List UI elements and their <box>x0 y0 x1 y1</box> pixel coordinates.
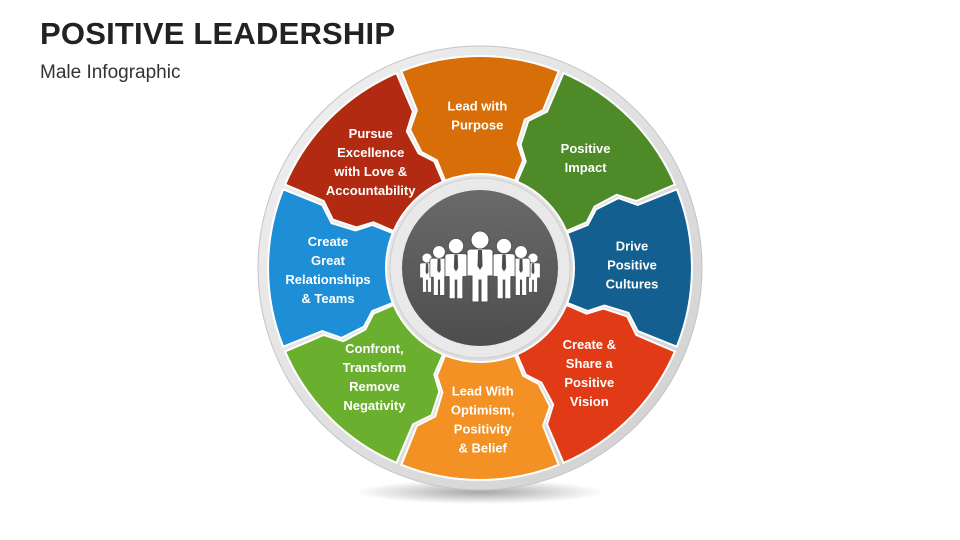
page-title: POSITIVE LEADERSHIP <box>40 16 396 51</box>
segment-label-line: Positivity <box>454 422 513 437</box>
segment-label-line: Positive <box>607 257 657 272</box>
segment-positive-impact <box>515 71 677 233</box>
wheel-shadow <box>355 480 605 504</box>
segment-label-line: Transform <box>343 360 407 375</box>
page-subtitle: Male Infographic <box>40 62 181 83</box>
segment-lead-with <box>399 354 561 481</box>
segment-label-line: & Teams <box>301 291 354 306</box>
segment-label-line: Optimism, <box>451 403 515 418</box>
segment-label-line: with Love & <box>333 164 407 179</box>
segment-drive <box>566 187 693 349</box>
segment-confront <box>283 303 445 465</box>
segment-label-line: Create <box>308 234 348 249</box>
segment-create-great <box>267 187 394 349</box>
segment-pursue <box>283 71 445 233</box>
segment-label-line: Cultures <box>606 276 659 291</box>
segment-label-line: Excellence <box>337 145 404 160</box>
segment-label-line: Relationships <box>285 272 370 287</box>
segment-label-line: Impact <box>565 160 608 175</box>
person-figure <box>444 237 468 300</box>
segment-label-line: Accountability <box>326 183 416 198</box>
segment-label-line: & Belief <box>458 441 507 456</box>
segment-label-line: Negativity <box>343 398 406 413</box>
person-figure <box>466 230 494 303</box>
person-figure <box>492 237 516 300</box>
segment-label-line: Positive <box>564 375 614 390</box>
person-figure <box>429 245 449 296</box>
person-figure <box>511 245 531 296</box>
segment-label-line: Positive <box>561 141 611 156</box>
segment-create-share <box>515 303 677 465</box>
segment-label-line: Confront, <box>345 341 403 356</box>
segment-label-line: Lead with <box>447 99 507 114</box>
segment-label-line: Share a <box>566 356 614 371</box>
segment-label-line: Pursue <box>349 126 393 141</box>
group-of-people-icon <box>419 230 541 303</box>
segment-label-line: Create & <box>563 337 616 352</box>
segment-label-line: Vision <box>570 394 609 409</box>
segment-lead-purpose <box>399 55 561 182</box>
segment-label-line: Purpose <box>451 118 503 133</box>
segment-label-line: Remove <box>349 379 400 394</box>
segment-label-line: Lead With <box>452 384 514 399</box>
segment-label-line: Great <box>311 253 346 268</box>
segment-label-line: Drive <box>616 238 649 253</box>
